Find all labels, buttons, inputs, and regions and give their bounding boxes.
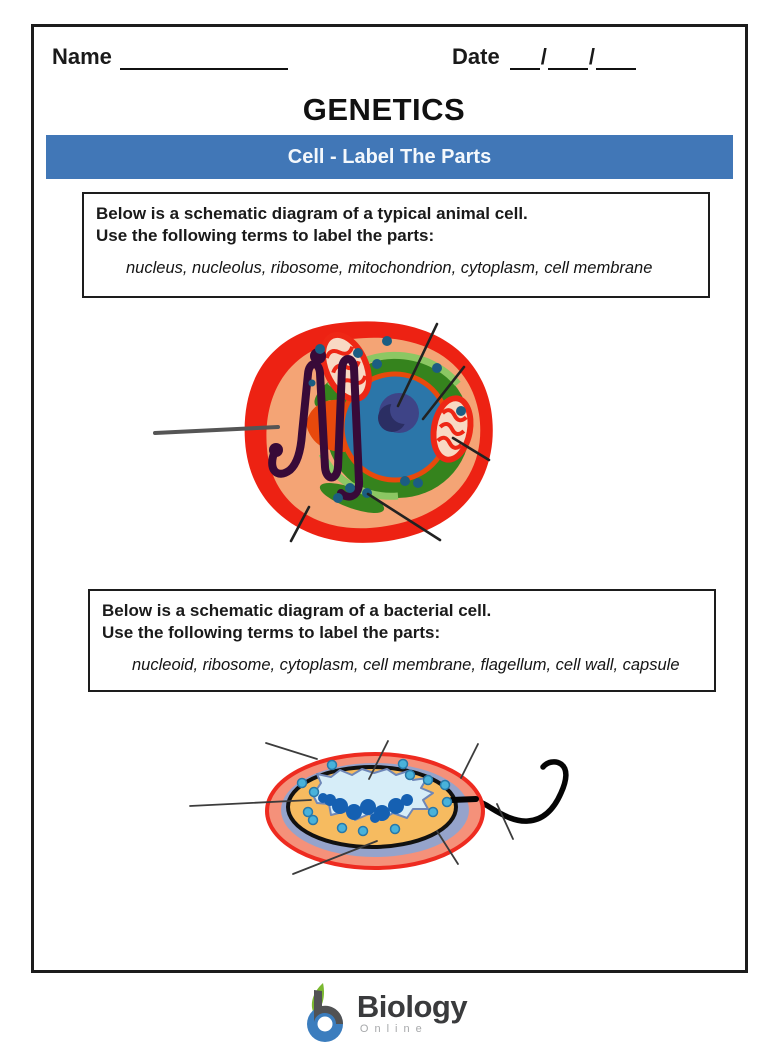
animal-cell-instructions-box: Below is a schematic diagram of a typica… [82, 192, 710, 298]
label-line-nucleoid [368, 740, 389, 780]
label-line-mitochondrion [451, 436, 491, 462]
instruction-line: Use the following terms to label the par… [102, 623, 441, 642]
label-line-cytoplasm [189, 799, 312, 807]
term-list: nucleus, nucleolus, ribosome, mitochondr… [126, 259, 653, 277]
label-line-capsule [265, 742, 318, 760]
label-lines [189, 740, 514, 875]
brand-name: Biology [356, 989, 468, 1024]
label-line-nucleolus [396, 322, 439, 408]
label-line-flagellum [496, 803, 514, 840]
date-field-row: Date / / [452, 44, 636, 70]
brand-subtitle: Online [359, 1023, 428, 1035]
animal-cell-diagram [153, 321, 493, 543]
date-label: Date [452, 44, 500, 69]
date-blank-day [509, 48, 540, 70]
term-list: nucleoid, ribosome, cytoplasm, cell memb… [132, 656, 680, 674]
label-line-ribosome [366, 492, 442, 542]
ribosome-dots [308, 336, 466, 503]
section-banner: Cell - Label The Parts [46, 135, 733, 179]
biology-online-logo-icon [306, 983, 343, 1042]
bacterial-cell-diagram [189, 740, 569, 875]
nucleoid-dna-shape [318, 793, 413, 823]
label-line-wall-top [460, 743, 479, 779]
label-line-membrane [289, 505, 311, 543]
logo-swirl [313, 990, 343, 1024]
label-line-cytoplasm [153, 425, 280, 435]
date-blank-month [547, 48, 588, 70]
page-title: GENETICS [302, 92, 466, 127]
instruction-line: Below is a schematic diagram of a bacter… [102, 601, 492, 620]
instruction-line: Use the following terms to label the par… [96, 226, 435, 245]
flagellum-base [449, 796, 479, 803]
label-line-nucleus [421, 365, 466, 421]
label-line-membrane [292, 840, 378, 875]
biology-online-logo: Biology Online [0, 982, 768, 1044]
name-field-row: Name [52, 44, 288, 70]
label-lines [153, 322, 491, 543]
name-blank-line [119, 48, 288, 70]
label-line-wall-bottom [436, 830, 459, 865]
nucleolus-shape [378, 393, 419, 433]
ribosome-dots [296, 758, 453, 837]
instruction-line: Below is a schematic diagram of a typica… [96, 204, 528, 223]
bacterial-cell-instructions-box: Below is a schematic diagram of a bacter… [88, 589, 716, 692]
date-separator: / [588, 44, 595, 69]
date-blank-year [595, 48, 636, 70]
flagellum-shape [447, 759, 569, 824]
name-label: Name [52, 44, 112, 69]
date-separator: / [540, 44, 547, 69]
